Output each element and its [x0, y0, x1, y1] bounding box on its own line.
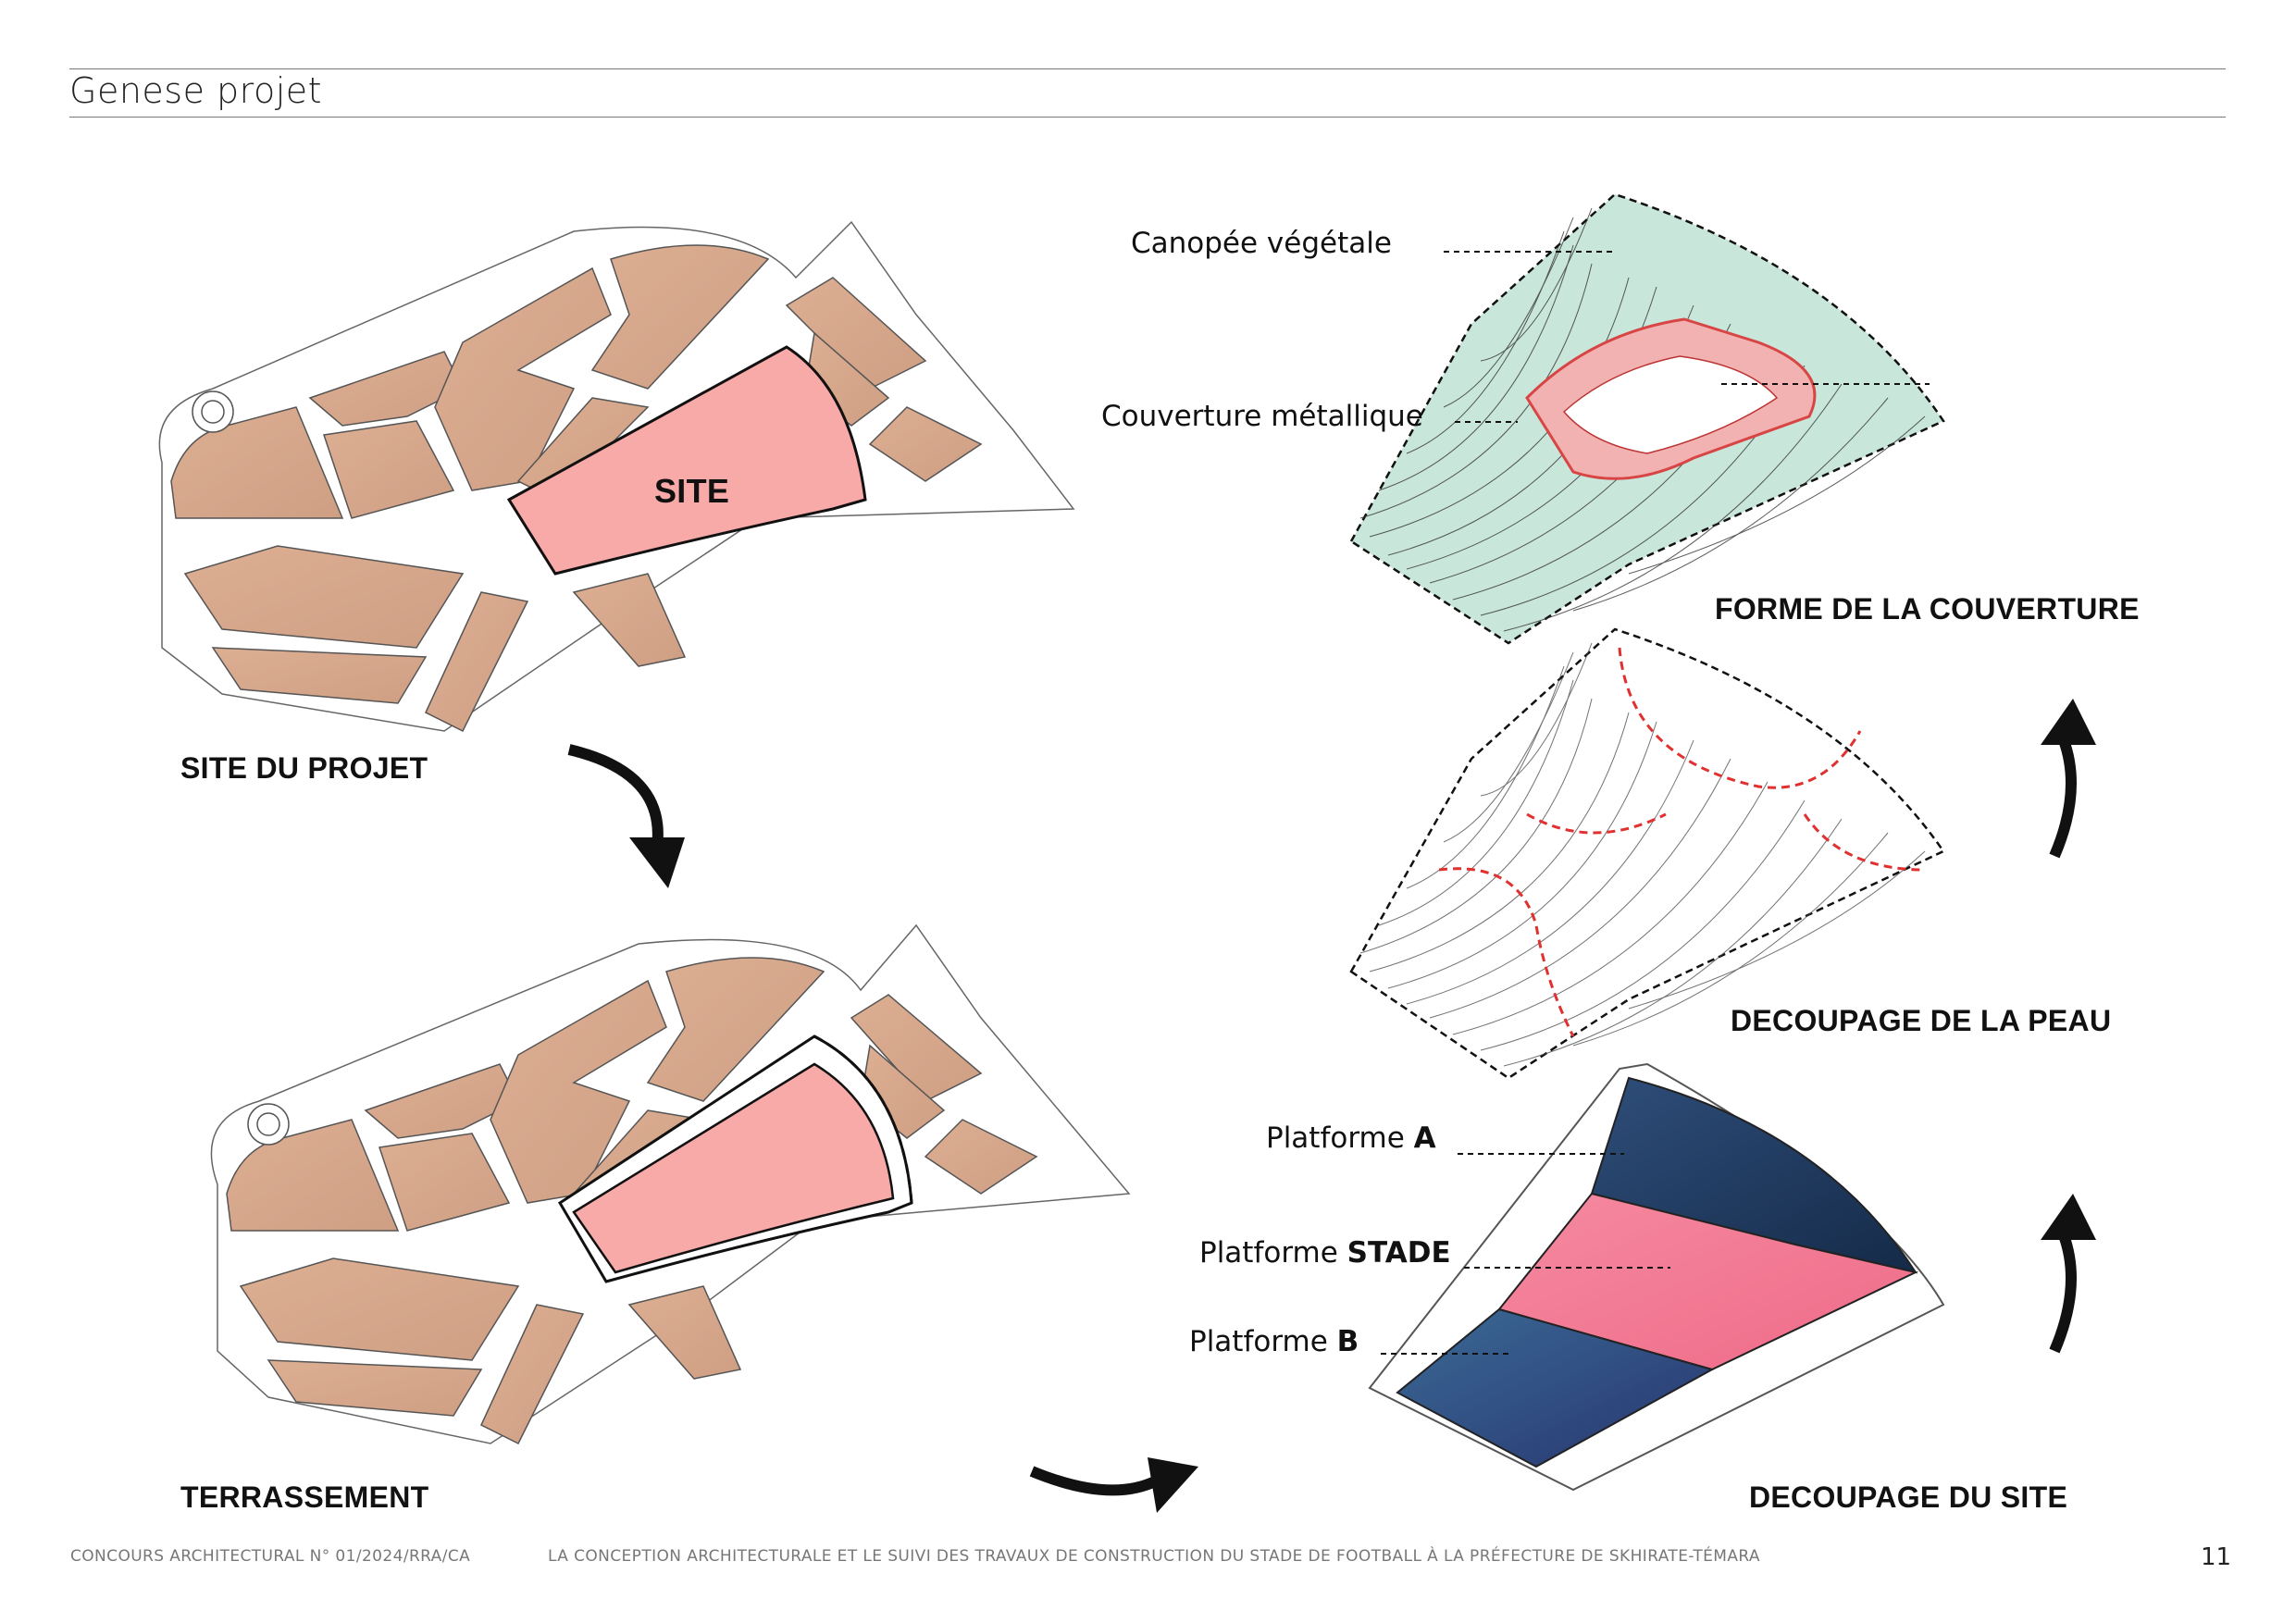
annotation-platform-stade: Platforme STADE: [1199, 1236, 1451, 1270]
annotation-canopee-vegetale: Canopée végétale: [1131, 227, 1392, 260]
platform-stade-shape: [1497, 1192, 1919, 1371]
page-number: 11: [2201, 1543, 2232, 1571]
lot: [308, 351, 465, 427]
site-parcel: [506, 345, 867, 576]
header-bottom-rule: [69, 117, 2226, 118]
annotation-platform-b: Platforme B: [1189, 1325, 1359, 1358]
label-terrassement: TERRASSEMENT: [180, 1481, 429, 1514]
lot: [170, 406, 344, 519]
lot: [364, 1063, 520, 1139]
map-terrassement: [210, 923, 1131, 1445]
lot: [211, 647, 428, 704]
curved-arrow-down-icon: [567, 744, 685, 888]
canopy-surface: [1349, 192, 1945, 645]
lot: [516, 397, 650, 501]
lot: [434, 266, 612, 491]
lot: [924, 1119, 1038, 1195]
curved-arrow-right-icon: [1029, 1457, 1198, 1513]
annotation-couverture-metallique: Couverture métallique: [1101, 400, 1423, 433]
lot: [804, 331, 890, 427]
metal-roof: [1525, 317, 1817, 480]
lot: [590, 244, 770, 390]
lot: [425, 591, 529, 733]
label-decoupage-du-site: DECOUPAGE DU SITE: [1749, 1481, 2068, 1514]
lot: [785, 277, 927, 390]
label-forme-de-la-couverture: FORME DE LA COUVERTURE: [1715, 592, 2140, 626]
site-parcel-terrassed: [572, 1062, 895, 1274]
lot: [860, 1044, 946, 1139]
lot: [490, 979, 667, 1204]
lot: [323, 420, 455, 519]
platform-b-shape: [1396, 1307, 1715, 1468]
page-title: Genese projet: [69, 70, 323, 111]
pitch-opening: [1562, 355, 1779, 454]
label-decoupage-de-la-peau: DECOUPAGE DE LA PEAU: [1731, 1004, 2112, 1037]
lot: [868, 406, 983, 482]
lot: [239, 1258, 520, 1361]
site-platforms: [1368, 1062, 1945, 1492]
lot: [572, 1109, 705, 1213]
lot: [850, 994, 983, 1102]
lot: [226, 1119, 400, 1232]
lot: [572, 573, 687, 667]
label-site-du-projet: SITE DU PROJET: [180, 751, 428, 785]
curved-arrow-up-icon: [2041, 699, 2096, 859]
canopy-roof-form: [1349, 192, 1945, 645]
lot: [646, 957, 825, 1102]
lot: [627, 1285, 742, 1380]
platform-a-shape: [1590, 1076, 1918, 1274]
site-base: [1368, 1062, 1945, 1492]
lot: [480, 1304, 585, 1445]
terrace-boundary: [557, 1035, 913, 1283]
terrace-dashed-edge: [813, 1035, 913, 1204]
footer-description: LA CONCEPTION ARCHITECTURALE ET LE SUIVI…: [548, 1547, 1760, 1566]
site-tag: SITE: [654, 472, 730, 510]
leader-lines: [1381, 251, 1930, 1355]
curved-arrow-up-icon: [2041, 1194, 2096, 1354]
lot: [379, 1133, 511, 1232]
footer-reference: CONCOURS ARCHITECTURAL N° 01/2024/RRA/CA: [70, 1547, 471, 1566]
lot: [183, 545, 465, 649]
map-site-du-projet: [158, 220, 1075, 733]
lot: [267, 1359, 483, 1417]
header-top-rule: [69, 68, 2226, 69]
annotation-platform-a: Platforme A: [1266, 1121, 1436, 1155]
